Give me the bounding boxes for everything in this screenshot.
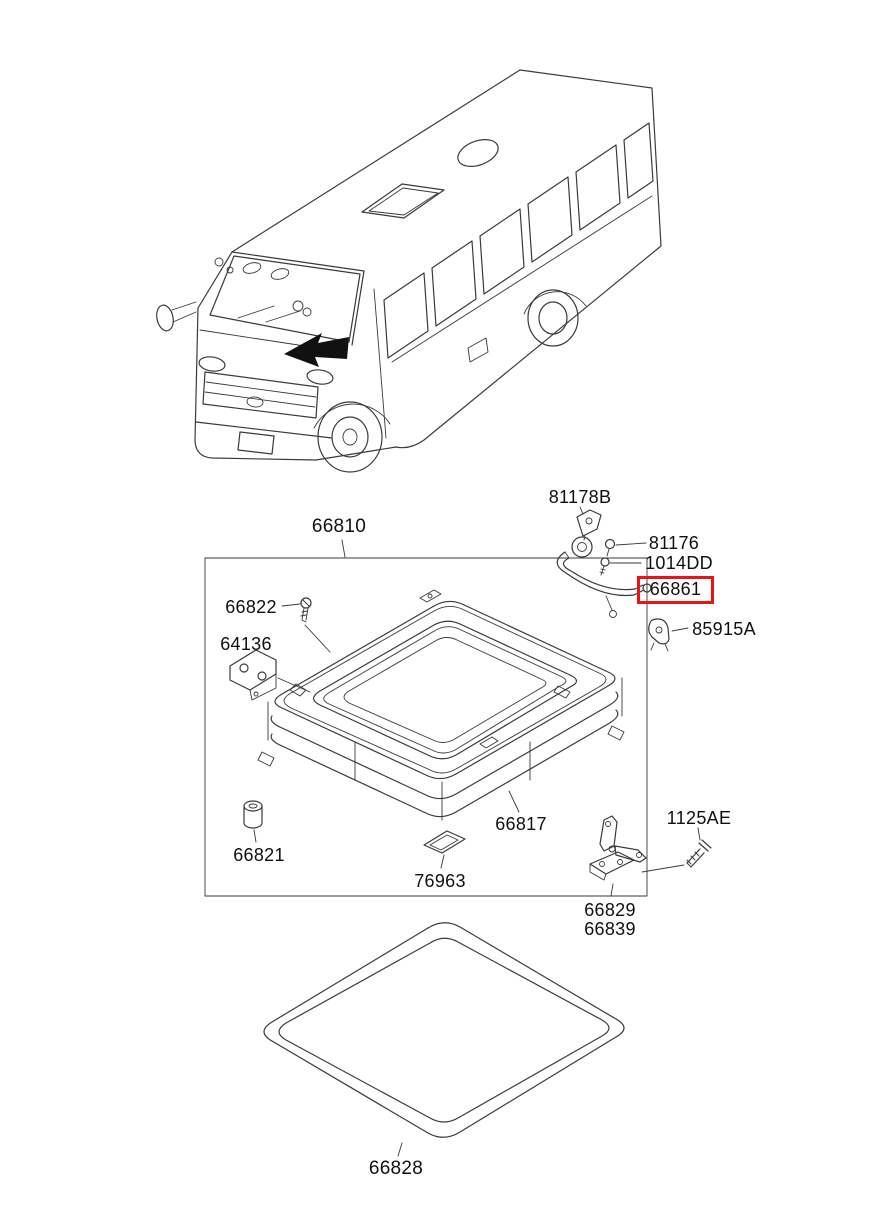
- windshield-direction-arrow-icon: [284, 333, 349, 367]
- bracket-icon-64136: [229, 649, 277, 701]
- part-label-1125AE[interactable]: 1125AE: [666, 808, 732, 828]
- part-label-66821[interactable]: 66821: [233, 845, 285, 865]
- screw-icon-66822: [300, 597, 312, 623]
- bolt-icon-1014DD: [599, 557, 610, 576]
- bus-illustration: [156, 69, 662, 473]
- part-label-81178B[interactable]: 81178B: [548, 487, 612, 507]
- part-highlight-66861[interactable]: 66861: [637, 576, 714, 604]
- bolt-icon-1125AE: [686, 839, 712, 868]
- part-label-66861: 66861: [649, 579, 702, 600]
- pad-icon-76963: [423, 830, 466, 854]
- assembly-boundary-box: [204, 557, 648, 897]
- sunroof-frame-drawing: [257, 589, 625, 821]
- part-label-66822[interactable]: 66822: [225, 597, 277, 617]
- part-label-76963[interactable]: 76963: [414, 871, 466, 891]
- leader-lines: [253, 506, 701, 1157]
- bushing-icon-66821: [243, 800, 263, 829]
- part-label-64136[interactable]: 64136: [220, 634, 272, 654]
- hinge-icon-66829: [589, 815, 647, 881]
- part-label-66839[interactable]: 66839: [584, 919, 636, 939]
- part-label-66829[interactable]: 66829: [584, 900, 636, 920]
- part-label-1014DD[interactable]: 1014DD: [645, 553, 713, 573]
- part-label-81176[interactable]: 81176: [648, 533, 700, 553]
- clip-icon-85915A: [648, 618, 670, 652]
- hinge-bracket-icon-81178B: [571, 509, 602, 558]
- seal-ring-drawing: [263, 922, 625, 1138]
- part-label-66828[interactable]: 66828: [368, 1158, 424, 1179]
- part-label-66810[interactable]: 66810: [311, 516, 367, 537]
- rod-icon-66861: [556, 551, 652, 618]
- part-label-85915A[interactable]: 85915A: [692, 619, 756, 639]
- part-label-66817[interactable]: 66817: [495, 814, 547, 834]
- bolt-icon-81176: [604, 538, 616, 557]
